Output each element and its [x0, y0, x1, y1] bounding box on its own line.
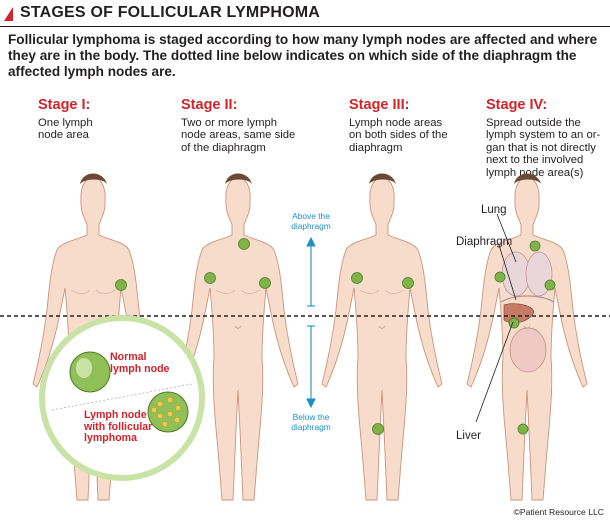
node-stage1: [115, 279, 127, 291]
red-triangle-icon: [4, 7, 13, 21]
stage-4: Stage IV: Spread outside the lymph syste…: [486, 96, 610, 179]
node-stage4-neck: [529, 240, 541, 252]
node-stage4-liver: [508, 317, 520, 329]
header-rule: [0, 26, 610, 27]
figure-stage-2: [177, 173, 299, 501]
stage-1-description: One lymph node area: [38, 117, 93, 142]
stage-2-description: Two or more lymph node areas, same side …: [181, 117, 296, 154]
organ-leader-lines: [475, 213, 517, 423]
header: STAGES OF FOLLICULAR LYMPHOMA: [0, 4, 610, 27]
normal-node-label: Normal lymph node: [110, 351, 170, 375]
below-diaphragm-label: Below the diaphragm: [291, 412, 331, 432]
node-stage3-right: [402, 277, 414, 289]
stage-3: Stage III: Lymph node areas on both side…: [349, 96, 489, 154]
node-stage4-left: [494, 271, 506, 283]
inset-magnifier: [39, 315, 205, 481]
diaphragm-label: Diaphragm: [456, 236, 513, 248]
page-title: STAGES OF FOLLICULAR LYMPHOMA: [20, 4, 321, 21]
node-stage2-left: [204, 272, 216, 284]
node-stage4-leg: [517, 423, 529, 435]
diaphragm-organ: [500, 295, 555, 303]
stage-2: Stage II: Two or more lymph node areas, …: [181, 96, 321, 154]
above-diaphragm-label: Above the diaphragm: [291, 211, 331, 231]
stage-1: Stage I: One lymph node area: [38, 96, 178, 142]
node-stage3-leg: [372, 423, 384, 435]
stage-4-description: Spread outside the lymph system to an or…: [486, 117, 601, 179]
stage-4-label: Stage IV:: [486, 97, 548, 113]
figure-stage-3: [321, 173, 443, 501]
node-stage4-right: [544, 279, 556, 291]
intro-text: Follicular lymphoma is staged according …: [8, 32, 598, 79]
credit: ©Patient Resource LLC: [513, 507, 604, 517]
stage-3-description: Lymph node areas on both sides of the di…: [349, 117, 448, 154]
lung-label: Lung: [481, 204, 507, 216]
stage-3-label: Stage III:: [349, 97, 410, 113]
diaphragm-arrows: [306, 236, 316, 409]
stage-2-label: Stage II:: [181, 97, 238, 113]
node-stage3-left: [351, 272, 363, 284]
liver-label: Liver: [456, 430, 481, 442]
follicular-node-label: Lymph node with follicular lymphoma: [84, 409, 153, 444]
arrow-down-icon: [306, 398, 316, 409]
node-stage2-right: [259, 277, 271, 289]
intestines: [509, 327, 547, 373]
stage-1-label: Stage I:: [38, 97, 91, 113]
arrow-up-icon: [306, 236, 316, 247]
node-stage2-neck: [238, 238, 250, 250]
